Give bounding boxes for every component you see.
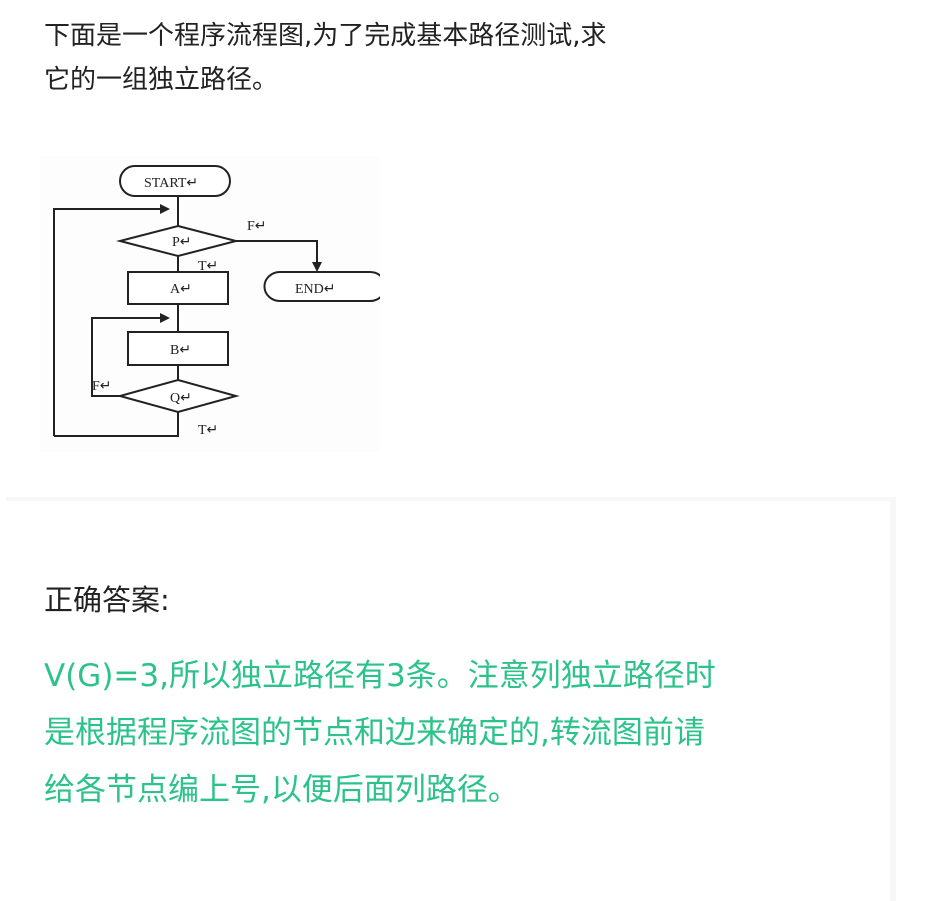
answer-line-3: 给各节点编上号,以便后面列路径。: [44, 772, 519, 808]
flowchart-image: START↵ P↵ F↵ T↵ END↵ A↵: [40, 156, 380, 452]
question-line-2: 它的一组独立路径。: [44, 65, 279, 95]
arrow-icon: [160, 313, 170, 323]
question-text: 下面是一个程序流程图,为了完成基本路径测试,求 它的一组独立路径。: [44, 14, 744, 102]
question-line-1: 下面是一个程序流程图,为了完成基本路径测试,求: [44, 21, 607, 51]
start-label: START↵: [144, 176, 198, 191]
q-false-label: F↵: [92, 379, 112, 394]
p-false-label: F↵: [247, 219, 267, 234]
answer-line-2: 是根据程序流图的节点和边来确定的,转流图前请: [44, 715, 705, 751]
answer-text: V(G)=3,所以独立路径有3条。注意列独立路径时 是根据程序流图的节点和边来确…: [44, 648, 874, 819]
decision-q-label: Q↵: [170, 391, 192, 406]
start-terminal: START↵: [119, 165, 231, 197]
end-label: END↵: [295, 282, 336, 297]
process-b: B↵: [127, 331, 229, 366]
process-a: A↵: [127, 271, 229, 305]
p-true-label: T↵: [198, 259, 218, 274]
process-a-label: A↵: [170, 282, 192, 297]
answer-line-1: V(G)=3,所以独立路径有3条。注意列独立路径时: [44, 658, 716, 694]
decision-p-label: P↵: [172, 235, 192, 250]
process-b-label: B↵: [170, 343, 191, 358]
decision-p: P↵: [116, 224, 240, 258]
q-true-label: T↵: [198, 423, 218, 438]
decision-q: Q↵: [116, 378, 240, 414]
answer-label: 正确答案:: [44, 583, 170, 617]
end-terminal: END↵: [263, 271, 380, 302]
arrow-icon: [160, 204, 170, 214]
answer-card: [6, 497, 896, 901]
arrow-icon: [312, 262, 322, 272]
